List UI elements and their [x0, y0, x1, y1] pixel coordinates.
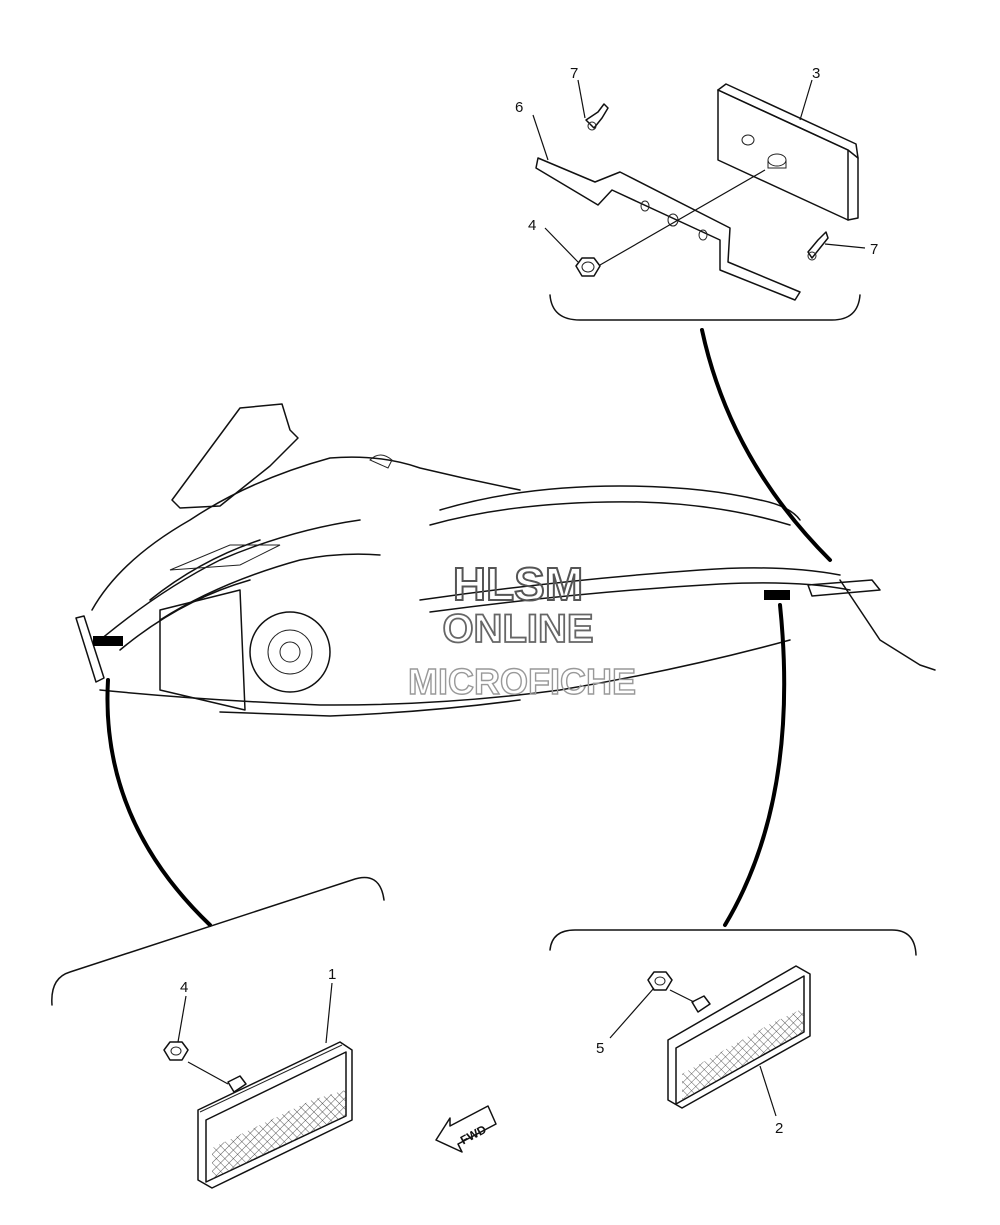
callout-rivet-right: 7 [870, 241, 878, 258]
nut-left-part [163, 1041, 189, 1061]
front-reflector-part [197, 1041, 353, 1189]
inset-rear-frame [549, 929, 917, 956]
snowmobile-outline [75, 403, 936, 717]
watermark-line2: ONLINE [442, 607, 593, 651]
rear-reflector-part [667, 965, 811, 1109]
inset-top-frame [549, 294, 861, 321]
marker-rear [764, 590, 790, 600]
callout-nut-top: 4 [528, 217, 536, 234]
callout-bracket: 6 [515, 99, 523, 116]
inset-front-frame [51, 876, 385, 1006]
arrow-top-inset [700, 328, 832, 562]
nut-right-part [647, 971, 673, 991]
rivet-right-part [807, 231, 829, 261]
watermark: HLSM ONLINE MICROFICHE [407, 557, 636, 703]
arrow-front-reflector [105, 678, 212, 927]
inset-rear-reflector: 5 2 [549, 929, 917, 1137]
callout-reflector-front: 1 [328, 966, 336, 983]
license-plate-part [717, 83, 859, 221]
rivet-top-part [585, 103, 609, 131]
fwd-label: FWD [458, 1122, 489, 1147]
callout-rivet-top: 7 [570, 65, 578, 82]
nut-top-part [575, 257, 601, 277]
callout-nut-right: 5 [596, 1040, 604, 1057]
watermark-line1: HLSM [453, 558, 583, 610]
marker-front [93, 636, 123, 646]
arrow-rear-reflector [723, 603, 787, 927]
callout-nut-left: 4 [180, 979, 188, 996]
callout-plate: 3 [812, 65, 820, 82]
fwd-arrow: FWD [435, 1105, 497, 1153]
inset-front-reflector: 4 1 [51, 876, 385, 1189]
bracket-part [535, 157, 801, 301]
inset-top: 6 7 3 4 7 [515, 65, 878, 321]
watermark-line3: MICROFICHE [408, 661, 636, 702]
callout-reflector-rear: 2 [775, 1120, 783, 1137]
